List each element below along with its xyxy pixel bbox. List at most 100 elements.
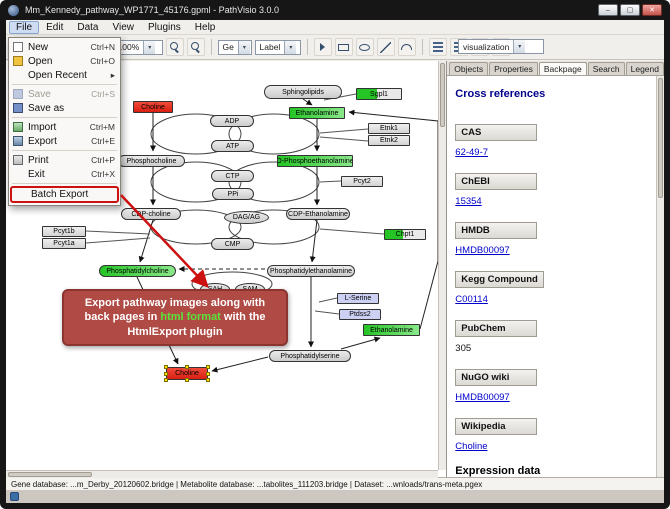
pointer-icon	[320, 43, 326, 51]
file-menu-item-label: Open Recent	[28, 69, 87, 81]
pathway-node-l-serine[interactable]: L-Serine	[337, 293, 379, 304]
zoom-region-button[interactable]	[186, 38, 205, 56]
taskbar-app-icon[interactable]	[10, 492, 19, 501]
pathway-node-ptdss2[interactable]: Ptdss2	[339, 309, 381, 320]
pathway-node-pcyt1b[interactable]: Pcyt1b	[42, 226, 86, 237]
rectangle-tool-button[interactable]	[334, 38, 353, 56]
pathway-node-ethanolamine[interactable]: Ethanolamine	[289, 107, 345, 119]
menu-data[interactable]: Data	[77, 21, 99, 33]
print-icon	[13, 155, 23, 165]
pathway-node-phosphocholine[interactable]: Phosphocholine	[118, 155, 185, 167]
selection-handle[interactable]	[206, 378, 210, 382]
selection-handle[interactable]	[206, 371, 210, 376]
menu-file[interactable]: File	[9, 20, 40, 34]
pathway-node-o-phosphoethanolamine[interactable]: O-Phosphoethanolamine	[277, 155, 353, 167]
section-header: ChEBI	[455, 173, 538, 190]
menu-view[interactable]: View	[112, 21, 134, 33]
pointer-tool-button[interactable]	[313, 38, 332, 56]
canvas-horizontal-scrollbar[interactable]	[6, 470, 439, 478]
minimize-button[interactable]: –	[598, 4, 618, 16]
scrollbar-thumb[interactable]	[440, 63, 446, 127]
close-button[interactable]: ✕	[642, 4, 662, 16]
submenu-arrow-icon: ▸	[110, 69, 115, 80]
export-icon	[13, 136, 23, 146]
pathway-node-etnk1[interactable]: Etnk1	[368, 123, 410, 134]
xref-link[interactable]: C00114	[455, 294, 488, 305]
pathway-node-ctp[interactable]: CTP	[211, 170, 254, 182]
maximize-button[interactable]: ▢	[620, 4, 640, 16]
tab-search[interactable]: Search	[587, 62, 625, 75]
pathway-node-ppi[interactable]: PPi	[212, 188, 254, 200]
selection-handle[interactable]	[206, 365, 210, 369]
selection-handle[interactable]	[164, 365, 168, 369]
scrollbar-thumb[interactable]	[658, 78, 663, 198]
pathway-node-cdp-choline[interactable]: CDP-choline	[121, 208, 181, 220]
pathway-node-dag-ag[interactable]: DAG/AG	[224, 211, 269, 224]
line-tool-button[interactable]	[376, 38, 395, 56]
pathway-node-chpt1[interactable]: Chpt1	[384, 229, 426, 240]
pathway-node-cdp-ethanolamine[interactable]: CDP-Ethanolamine	[286, 208, 350, 220]
xref-link[interactable]: 62-49-7	[455, 147, 489, 158]
xref-link[interactable]: Choline	[455, 441, 488, 452]
panel-vertical-scrollbar[interactable]	[656, 76, 664, 478]
align-icon	[432, 42, 443, 52]
canvas-vertical-scrollbar[interactable]	[438, 61, 447, 470]
label-tool-combo[interactable]: Label ▾	[254, 39, 301, 55]
menu-plugins[interactable]: Plugins	[147, 21, 181, 33]
pathway-node-sphingolipids[interactable]: Sphingolipids	[264, 85, 342, 99]
shortcut-label: Ctrl+S	[91, 89, 115, 99]
pathway-node-atp[interactable]: ATP	[211, 140, 254, 152]
shortcut-label: Ctrl+M	[89, 122, 115, 132]
callout-text-before: Export pathway images along with back pa…	[84, 297, 266, 324]
visualization-combo[interactable]: visualization ▾	[458, 39, 544, 54]
pathway-node-ethanolamine[interactable]: Ethanolamine	[363, 324, 420, 336]
scrollbar-thumb[interactable]	[8, 472, 92, 477]
selection-handle[interactable]	[164, 378, 168, 382]
chevron-down-icon: ▾	[143, 40, 156, 54]
file-menu-item-open-recent[interactable]: Open Recent ▸	[9, 68, 120, 82]
file-menu-item-batch-export[interactable]: Batch Export	[10, 186, 119, 203]
shortcut-label: Ctrl+P	[91, 155, 115, 165]
pathway-node-sgpl1[interactable]: Sgpl1	[356, 88, 402, 100]
zoom-to-fit-button[interactable]	[165, 38, 184, 56]
pathway-node-phosphatidylethanolamine[interactable]: Phosphatidylethanolamine	[267, 265, 355, 277]
datanode-type-combo[interactable]: Ge ▾	[217, 39, 252, 55]
tab-legend[interactable]: Legend	[625, 62, 664, 75]
pathway-node-etnk2[interactable]: Etnk2	[368, 135, 410, 146]
xref-link[interactable]: HMDB00097	[455, 245, 510, 256]
ellipse-tool-button[interactable]	[355, 38, 374, 56]
pathway-node-phosphatidylserine[interactable]: Phosphatidylserine	[269, 350, 351, 362]
tab-objects[interactable]: Objects	[449, 62, 489, 75]
pathway-node-choline[interactable]: Choline	[133, 101, 173, 113]
align-left-button[interactable]	[428, 38, 447, 56]
pathway-node-phosphatidylcholine[interactable]: Phosphatidylcholine	[99, 265, 176, 277]
pathway-node-cmp[interactable]: CMP	[211, 238, 254, 250]
selection-handle[interactable]	[185, 365, 189, 369]
pathway-node-adp[interactable]: ADP	[210, 115, 254, 127]
selection-handle[interactable]	[185, 378, 189, 382]
menu-edit[interactable]: Edit	[46, 21, 64, 33]
selection-handle[interactable]	[164, 371, 168, 376]
file-menu-item-save-as[interactable]: Save as	[9, 101, 120, 115]
xref-link[interactable]: 15354	[455, 196, 482, 207]
arc-tool-button[interactable]	[397, 38, 416, 56]
pathway-node-pcyt2[interactable]: Pcyt2	[341, 176, 383, 187]
tab-properties[interactable]: Properties	[489, 62, 538, 75]
tab-backpage[interactable]: Backpage	[538, 62, 587, 75]
menu-help[interactable]: Help	[194, 21, 216, 33]
pathway-node-pcyt1a[interactable]: Pcyt1a	[42, 238, 86, 249]
section-header: HMDB	[455, 222, 538, 239]
file-menu-item-label: Batch Export	[31, 189, 89, 200]
xref-link[interactable]: HMDB00097	[455, 392, 510, 403]
